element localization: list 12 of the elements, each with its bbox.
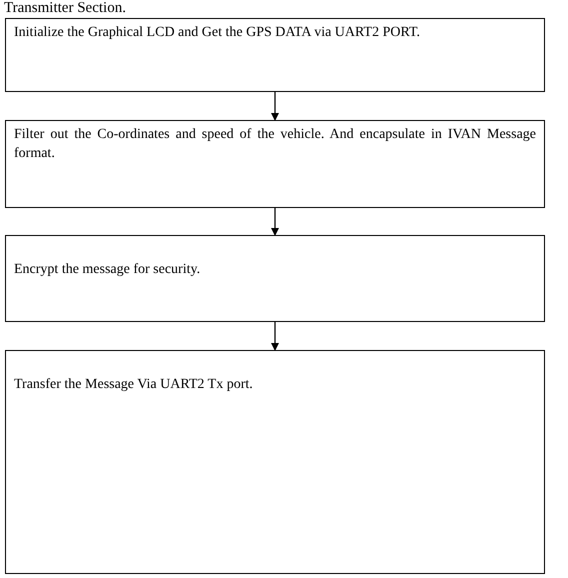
step-text: Transfer the Message Via UART2 Tx port. <box>14 376 254 394</box>
arrow <box>271 92 279 121</box>
process-box <box>5 120 545 208</box>
process-box <box>5 235 545 322</box>
process-box <box>5 350 545 574</box>
section-title: Transmitter Section. <box>4 0 126 17</box>
step-text: Filter out the Co-ordinates and speed of the vehicle. And encapsulate in IVAN Message format. <box>14 126 536 163</box>
process-box <box>5 18 545 92</box>
step-text: Initialize the Graphical LCD and Get the GPS DATA via UART2 PORT. <box>14 24 421 42</box>
step-text: Encrypt the message for security. <box>14 261 202 279</box>
arrow <box>271 322 279 351</box>
arrow <box>271 208 279 236</box>
